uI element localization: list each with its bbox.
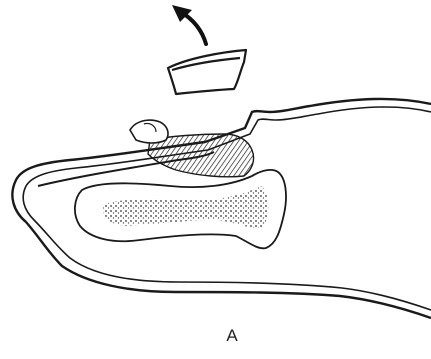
nail-fragment	[168, 50, 246, 94]
removal-arrow-icon	[172, 5, 206, 44]
panel-label: A	[222, 326, 242, 346]
